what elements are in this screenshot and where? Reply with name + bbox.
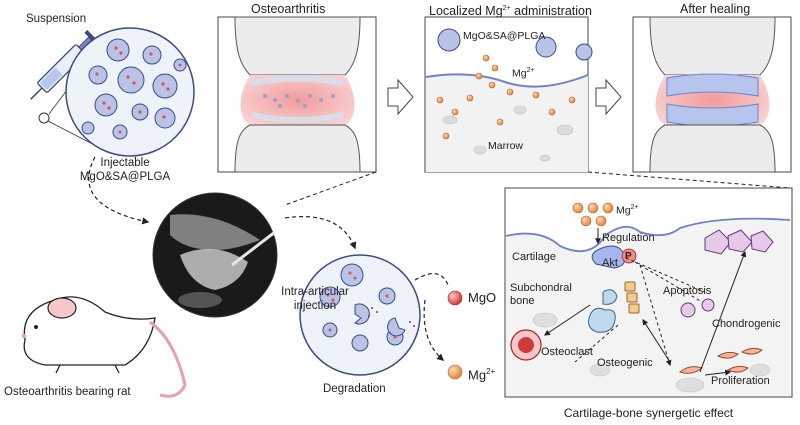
panel-localized-mg-title: Localized Mg2+ administration (429, 4, 592, 19)
degradation-label: Degradation (323, 383, 386, 395)
flow-arrow-2 (595, 78, 622, 116)
synergy-caption: Cartilage-bone synergetic effect (563, 406, 734, 420)
panel-after-healing-title: After healing (680, 2, 751, 16)
degradation-circle (299, 254, 421, 376)
intra-articular-line1: Intra-articular (281, 286, 349, 298)
syringe-icon (30, 30, 100, 100)
rat-caption: Osteoarthritis bearing rat (4, 386, 131, 398)
panel-osteoarthritis-title: Osteoarthritis (251, 2, 326, 16)
localized-mg-panel (424, 16, 593, 173)
apoptosis-label: Apoptosis (663, 285, 712, 297)
mg-ion-label-detail: Mg2+ (616, 204, 639, 217)
mg-ion-label-panel: Mg2+ (512, 67, 535, 80)
osteoarthritis-joint-panel (217, 16, 377, 173)
flow-arrow-1 (387, 78, 414, 116)
suspension-circle (65, 27, 195, 157)
cartilage-label: Cartilage (512, 251, 557, 263)
chondrogenic-label: Chondrogenic (712, 318, 781, 330)
proliferation-label: Proliferation (711, 375, 770, 387)
mg-ion-ball (447, 364, 463, 380)
regulation-label: Regulation (602, 232, 655, 244)
xray-image (152, 192, 278, 318)
subchondral-line1: Subchondral (510, 282, 572, 294)
microsphere-label: MgO&SA@PLGA (463, 30, 546, 42)
mgo-ball (447, 290, 463, 306)
suspension-label: Suspension (26, 13, 87, 25)
rat-illustration (21, 296, 187, 398)
mgo-label: MgO (468, 290, 497, 305)
akt-label: Akt (602, 257, 618, 269)
intra-articular-line2: injection (293, 300, 337, 312)
phospho-label: P (625, 251, 632, 262)
zoom-origin (38, 112, 50, 124)
marrow-label: Marrow (488, 140, 524, 152)
cartilage-bone-detail-box (504, 187, 793, 398)
injectable-label-line1: Injectable (100, 157, 150, 169)
osteoclast-label: Osteoclast (541, 346, 593, 358)
subchondral-line2: bone (510, 295, 535, 307)
mg-ion-label: Mg2+ (468, 367, 496, 383)
after-healing-panel (632, 16, 792, 173)
injectable-label-line2: MgO&SA@PLGA (79, 171, 171, 183)
osteogenic-label: Osteogenic (597, 357, 653, 369)
